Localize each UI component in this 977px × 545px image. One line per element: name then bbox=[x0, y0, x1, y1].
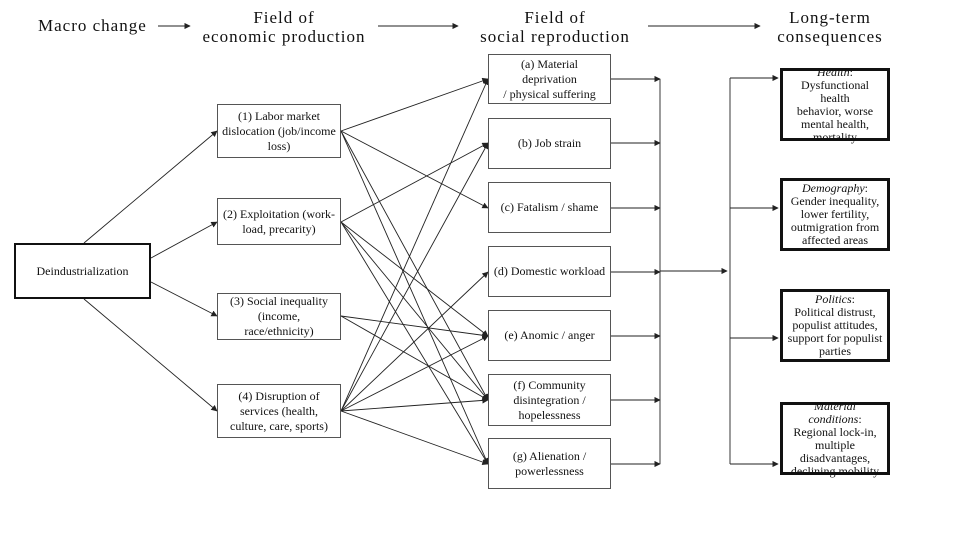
consequence-demography-line: affected areas bbox=[801, 233, 869, 247]
economic-box-disruption-line: services (health, bbox=[240, 403, 318, 418]
consequence-health-line: mental health, bbox=[801, 116, 869, 131]
header-macro-label: Macro change bbox=[38, 16, 147, 35]
social-box-alienation: (g) Alienation / powerlessness bbox=[488, 438, 611, 489]
social-box-community-disintegration-line: (f) Community bbox=[513, 377, 586, 392]
header-longterm-line2: consequences bbox=[777, 27, 883, 46]
consequence-material-conditions-line: disadvantages, bbox=[799, 450, 871, 465]
arrow-economic-2-to-social-b bbox=[340, 142, 489, 223]
economic-box-labor-market-line: loss) bbox=[267, 138, 291, 153]
header-macro-change: Macro change bbox=[38, 16, 147, 35]
consequence-material-conditions-line: declining mobility bbox=[790, 463, 880, 478]
arrow-economic-4-to-social-e bbox=[340, 335, 489, 412]
arrow-economic-3-to-social-e bbox=[340, 315, 489, 339]
arrow-economic-3-to-social-f bbox=[340, 315, 489, 401]
economic-box-disruption-line: culture, care, sports) bbox=[230, 418, 328, 433]
consequence-politics-title: Politics bbox=[814, 292, 852, 306]
consequence-material-conditions-line: multiple bbox=[815, 437, 855, 452]
arrow-economic-1-to-social-a bbox=[340, 77, 489, 132]
social-box-domestic-workload-line: (d) Domestic workload bbox=[493, 264, 606, 278]
arrow-deindustrialization-to-economic-2 bbox=[150, 221, 218, 259]
arrow-economic-4-to-social-g bbox=[340, 410, 489, 466]
economic-box-social-inequality: (3) Social inequality (income, race/ethn… bbox=[217, 293, 341, 340]
consequence-demography-line: lower fertility, bbox=[800, 207, 870, 221]
arrow-deindustrialization-to-economic-3 bbox=[150, 281, 218, 317]
consequence-demography-title: Demography bbox=[802, 181, 865, 195]
header-economic-production: Field of economic production bbox=[198, 8, 370, 46]
header-economic-line1: Field of bbox=[253, 8, 315, 27]
arrow-economic-1-to-social-c bbox=[340, 130, 489, 209]
social-box-fatalism-shame-line: (c) Fatalism / shame bbox=[500, 200, 599, 214]
economic-box-disruption-line: (4) Disruption of bbox=[238, 388, 320, 403]
social-box-alienation-line: powerlessness bbox=[515, 463, 584, 478]
header-longterm-line1: Long-term bbox=[789, 8, 871, 27]
consequence-health-line: mortality bbox=[813, 129, 857, 144]
consequence-box-health: Health: Dysfunctional health behavior, w… bbox=[780, 64, 890, 144]
arrow-economic-2-to-social-e bbox=[340, 221, 489, 337]
arrow-economic-1-to-social-f bbox=[340, 130, 489, 401]
social-box-job-strain-line: (b) Job strain bbox=[517, 136, 582, 150]
consequence-politics-line: populist attitudes, bbox=[792, 318, 878, 332]
economic-box-labor-market-line: dislocation (job/income bbox=[222, 123, 336, 138]
consequence-politics-line: parties bbox=[819, 344, 851, 358]
consequence-box-material-conditions: Material conditions: Regional lock-in, m… bbox=[780, 398, 890, 478]
arrow-economic-4-to-social-f bbox=[340, 397, 489, 412]
header-social-reproduction: Field of social reproduction bbox=[468, 8, 642, 46]
economic-box-exploitation-line: (2) Exploitation (work- bbox=[223, 206, 335, 221]
arrow-economic-1-to-social-g bbox=[340, 130, 489, 465]
economic-box-labor-market-line: (1) Labor market bbox=[238, 108, 320, 123]
economic-box-social-inequality-line: (income, race/ethnicity) bbox=[244, 309, 314, 338]
social-box-community-disintegration: (f) Community disintegration / hopelessn… bbox=[488, 374, 611, 426]
social-box-alienation-line: (g) Alienation / bbox=[512, 448, 587, 463]
consequence-demography-line: outmigration from bbox=[790, 220, 880, 234]
consequence-material-conditions-line: Regional lock-in, bbox=[793, 424, 877, 439]
deindustrialization-box: Deindustrialization bbox=[14, 243, 151, 299]
arrow-economic-4-to-social-b bbox=[340, 142, 489, 412]
social-box-community-disintegration-line: disintegration / bbox=[513, 392, 586, 407]
social-box-community-disintegration-line: hopelessness bbox=[518, 407, 581, 422]
deindustrialization-label: Deindustrialization bbox=[36, 263, 129, 278]
economic-box-labor-market: (1) Labor market dislocation (job/income… bbox=[217, 104, 341, 158]
social-box-domestic-workload: (d) Domestic workload bbox=[488, 246, 611, 297]
social-box-material-deprivation-line: / physical suffering bbox=[503, 86, 596, 101]
header-social-line2: social reproduction bbox=[480, 27, 630, 46]
arrow-deindustrialization-to-economic-1 bbox=[83, 130, 218, 244]
social-box-fatalism-shame: (c) Fatalism / shame bbox=[488, 182, 611, 233]
consequence-politics-line: support for populist bbox=[787, 331, 883, 345]
header-social-line1: Field of bbox=[524, 8, 586, 27]
social-box-anomic-anger-line: (e) Anomic / anger bbox=[504, 328, 595, 342]
economic-box-exploitation-line: load, precarity) bbox=[242, 221, 316, 236]
arrow-economic-4-to-social-a bbox=[340, 78, 489, 412]
arrow-economic-4-to-social-d bbox=[340, 271, 489, 412]
consequence-politics-line: Political distrust, bbox=[794, 305, 876, 319]
arrow-economic-2-to-social-g bbox=[340, 221, 489, 465]
header-economic-line2: economic production bbox=[202, 27, 366, 46]
economic-box-social-inequality-line: (3) Social inequality bbox=[230, 294, 328, 308]
social-box-anomic-anger: (e) Anomic / anger bbox=[488, 310, 611, 361]
social-box-material-deprivation: (a) Material deprivation / physical suff… bbox=[488, 54, 611, 104]
arrow-economic-2-to-social-f bbox=[340, 221, 489, 401]
social-box-job-strain: (b) Job strain bbox=[488, 118, 611, 169]
consequence-health-title: Health bbox=[816, 64, 850, 79]
consequence-box-politics: Politics: Political distrust, populist a… bbox=[780, 289, 890, 362]
consequence-box-demography: Demography: Gender inequality, lower fer… bbox=[780, 178, 890, 251]
social-box-material-deprivation-line: (a) Material deprivation bbox=[521, 56, 578, 86]
consequence-material-conditions-title: Material conditions bbox=[808, 398, 859, 426]
consequence-demography-line: Gender inequality, bbox=[790, 194, 880, 208]
header-long-term-consequences: Long-term consequences bbox=[768, 8, 892, 46]
arrow-deindustrialization-to-economic-4 bbox=[83, 298, 218, 412]
consequence-health-line: behavior, worse bbox=[796, 103, 874, 118]
economic-box-exploitation: (2) Exploitation (work- load, precarity) bbox=[217, 198, 341, 245]
economic-box-disruption: (4) Disruption of services (health, cult… bbox=[217, 384, 341, 438]
consequence-health-line: Dysfunctional health bbox=[801, 77, 869, 105]
